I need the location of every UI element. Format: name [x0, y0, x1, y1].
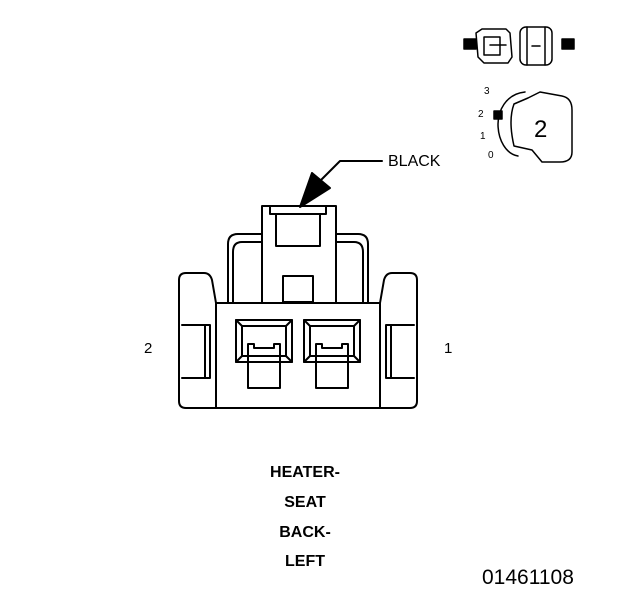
indicator-scale-2: 2	[478, 109, 484, 120]
center-window	[282, 275, 314, 303]
indicator-arc	[497, 91, 526, 157]
side-view-pin-left	[463, 38, 477, 50]
locking-latch	[269, 205, 327, 215]
side-view-plug	[475, 28, 513, 64]
caption-line-4: LEFT	[285, 553, 325, 570]
callout-leader-line	[317, 160, 383, 184]
wire-color-label: BLACK	[388, 153, 441, 170]
caption-line-1: HEATER-	[270, 464, 340, 481]
figure-id: 01461108	[482, 566, 574, 589]
pin-label-right: 1	[444, 340, 453, 357]
terminal-cavity-left	[235, 319, 293, 389]
indicator-position-number: 2	[534, 116, 548, 143]
indicator-scale-1: 1	[480, 131, 486, 142]
shoulder-right	[335, 241, 364, 304]
shoulder-left	[232, 241, 263, 304]
terminal-cavity-right	[303, 319, 361, 389]
left-side-boss	[181, 324, 211, 379]
wire-color-callout	[299, 160, 383, 208]
pin-label-left: 2	[144, 340, 153, 357]
connector-side-view-icon	[463, 26, 575, 66]
indicator-scale-0: 0	[488, 150, 494, 161]
upper-tower	[227, 205, 369, 304]
right-side-boss	[385, 324, 415, 379]
caption-line-3: BACK-	[279, 524, 331, 541]
indicator-body	[510, 91, 573, 163]
indicator-scale-3: 3	[484, 86, 490, 97]
position-indicator-icon	[493, 91, 573, 163]
housing-bottom-ledge	[215, 302, 381, 409]
tower-inner	[261, 233, 337, 304]
side-view-pin-right	[561, 38, 575, 50]
caption-line-2: SEAT	[284, 494, 326, 511]
side-view-socket	[519, 26, 553, 66]
callout-arrowhead	[299, 172, 331, 208]
connector-housing	[178, 272, 418, 409]
indicator-marker	[493, 110, 503, 120]
latch-body	[275, 213, 321, 247]
connector-face	[178, 205, 418, 409]
